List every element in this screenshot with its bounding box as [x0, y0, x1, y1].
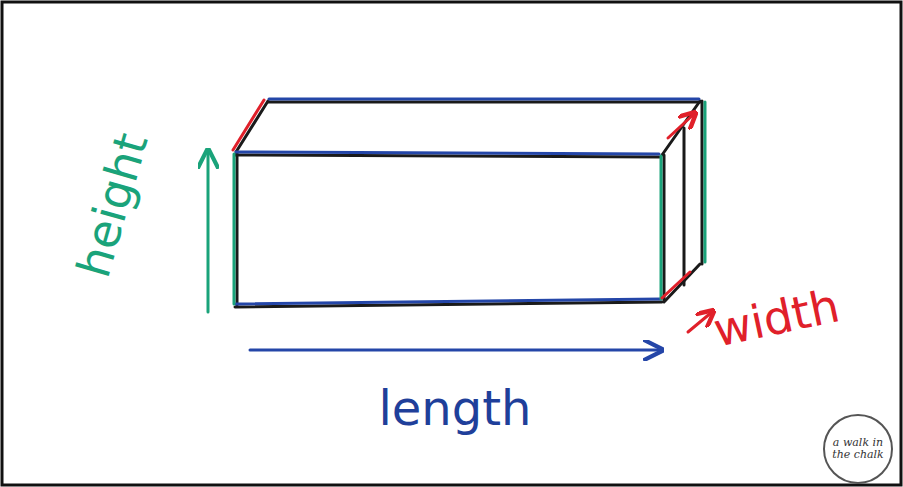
length-arrow: [250, 349, 660, 352]
dimension-label: height: [70, 128, 155, 282]
watermark-badge: [824, 415, 892, 483]
height-arrow: [207, 152, 210, 312]
dimension-label: width: [709, 282, 843, 353]
prism-edges: [208, 99, 712, 350]
dimension-label: length: [379, 384, 532, 432]
watermark: a walk in the chalk: [831, 437, 885, 461]
